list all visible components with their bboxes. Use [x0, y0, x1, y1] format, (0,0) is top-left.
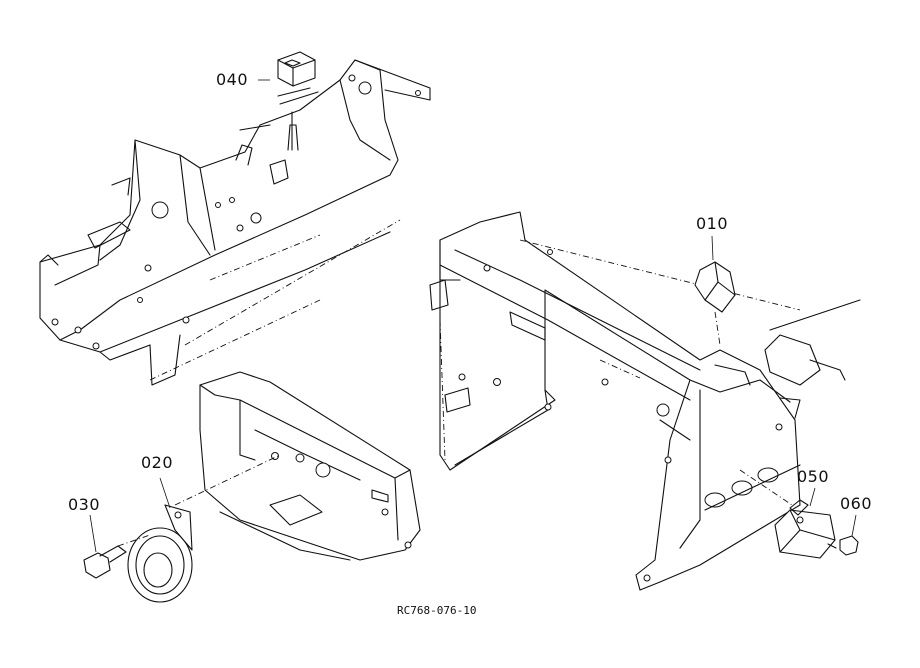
flasher-050 — [739, 469, 836, 559]
label-060: 060 — [840, 494, 873, 513]
drawing-code: RC768-076-10 — [397, 604, 477, 617]
bolt-030 — [83, 514, 151, 579]
upper-left-frame — [39, 59, 431, 386]
horn-020 — [127, 477, 193, 603]
label-050: 050 — [797, 467, 830, 486]
relay-040 — [258, 51, 319, 151]
right-main-frame — [429, 211, 861, 591]
label-030: 030 — [68, 495, 101, 514]
label-010: 010 — [696, 214, 729, 233]
switch-010 — [694, 235, 736, 346]
bolt-060 — [827, 514, 859, 556]
label-020: 020 — [141, 453, 174, 472]
lower-centre-frame — [174, 371, 421, 561]
label-040: 040 — [216, 70, 249, 89]
